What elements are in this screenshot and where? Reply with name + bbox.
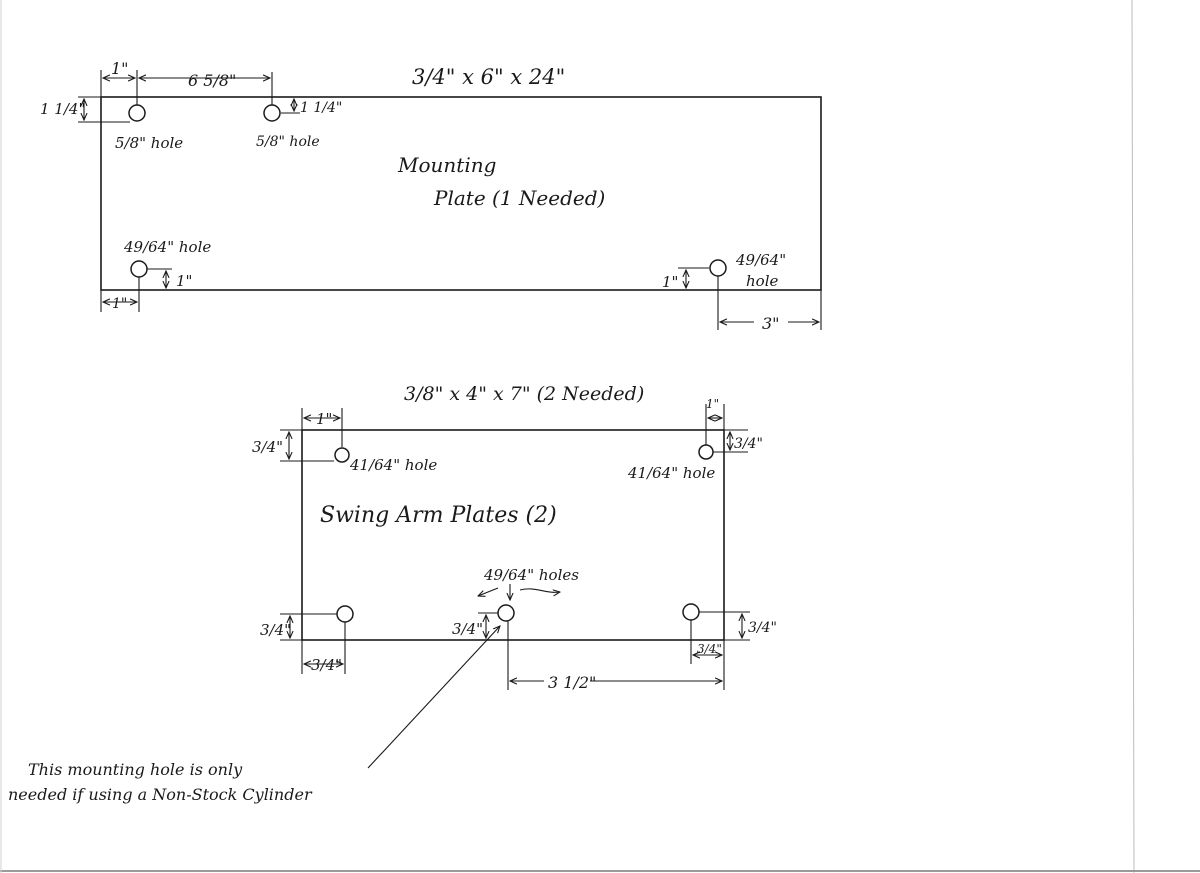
swing-arm-plate: 3/8" x 4" x 7" (2 Needed) 1" 3/4" 41/64"…	[252, 383, 777, 692]
mounting-plate-dimensions: 3/4" x 6" x 24"	[412, 65, 565, 89]
dim-top-left-v: 3/4"	[252, 438, 283, 456]
hole-bottom-right-49-64	[682, 603, 700, 621]
label-hole-bottom-left: 49/64" hole	[123, 238, 211, 256]
dim-bottom-right-h: 3"	[762, 314, 780, 333]
dim-bottom-mid-v: 3/4"	[452, 620, 483, 638]
label-hole-top-right-41-64: 41/64" hole	[627, 464, 715, 482]
swing-arm-plate-dimensions: 3/8" x 4" x 7" (2 Needed)	[404, 383, 644, 405]
hole-top-right-41-64	[698, 444, 714, 460]
dim-bottom-right-v-plate2: 3/4"	[748, 620, 777, 636]
label-hole-bottom-right-2: hole	[746, 272, 778, 290]
dim-bottom-mid-h: 3 1/2"	[548, 673, 596, 692]
hole-bottom-left-49-64	[336, 605, 354, 623]
mounting-plate: 3/4" x 6" x 24" 1" 6 5/8" 1 1/4" 1 1/4" …	[40, 59, 822, 333]
mounting-plate-outline	[100, 96, 822, 291]
hole-bottom-mid-49-64	[497, 604, 515, 622]
dim-top-left-h: 1"	[316, 410, 332, 428]
scan-edge-right	[1131, 0, 1135, 873]
dim-bottom-right-h-plate2: 3/4"	[697, 642, 722, 656]
hole-top-left-41-64	[334, 447, 350, 463]
dim-bottom-left-v: 1"	[176, 272, 192, 290]
swing-arm-plate-name: Swing Arm Plates (2)	[320, 503, 557, 528]
dim-bottom-left-h-plate2: 3/4"	[311, 656, 342, 674]
hole-bottom-left	[130, 260, 148, 278]
dim-bottom-right-v: 1"	[662, 273, 678, 291]
hole-bottom-right	[709, 259, 727, 277]
label-hole-top-left: 5/8" hole	[115, 134, 183, 152]
dim-left-top-1in: 1"	[111, 59, 129, 78]
label-holes-bottom-49-64: 49/64" holes	[483, 566, 579, 584]
note-leader-arrow	[367, 626, 500, 769]
note: This mounting hole is only needed if usi…	[8, 626, 500, 804]
mounting-plate-name-line1: Mounting	[397, 153, 496, 177]
dim-bottom-left-h: 1"	[112, 296, 127, 312]
dim-top-right-h: 1"	[706, 397, 719, 411]
hole-top-second	[263, 104, 281, 122]
mounting-plate-name-line2: Plate (1 Needed)	[433, 186, 605, 210]
swing-arm-plate-outline	[301, 429, 725, 641]
label-hole-top-second: 5/8" hole	[256, 134, 320, 150]
dim-top-left-1-1-4: 1 1/4"	[40, 100, 85, 118]
dim-bottom-left-v-plate2: 3/4"	[260, 621, 291, 639]
note-line2: needed if using a Non-Stock Cylinder	[8, 785, 313, 804]
dim-top-right-v: 3/4"	[734, 436, 763, 452]
label-hole-bottom-right-1: 49/64"	[735, 251, 786, 269]
note-line1: This mounting hole is only	[28, 760, 243, 779]
label-hole-top-left-41-64: 41/64" hole	[349, 456, 437, 474]
dim-top-second-1-1-4: 1 1/4"	[300, 100, 342, 116]
hole-top-left	[128, 104, 146, 122]
dim-hole-spacing: 6 5/8"	[188, 71, 236, 90]
